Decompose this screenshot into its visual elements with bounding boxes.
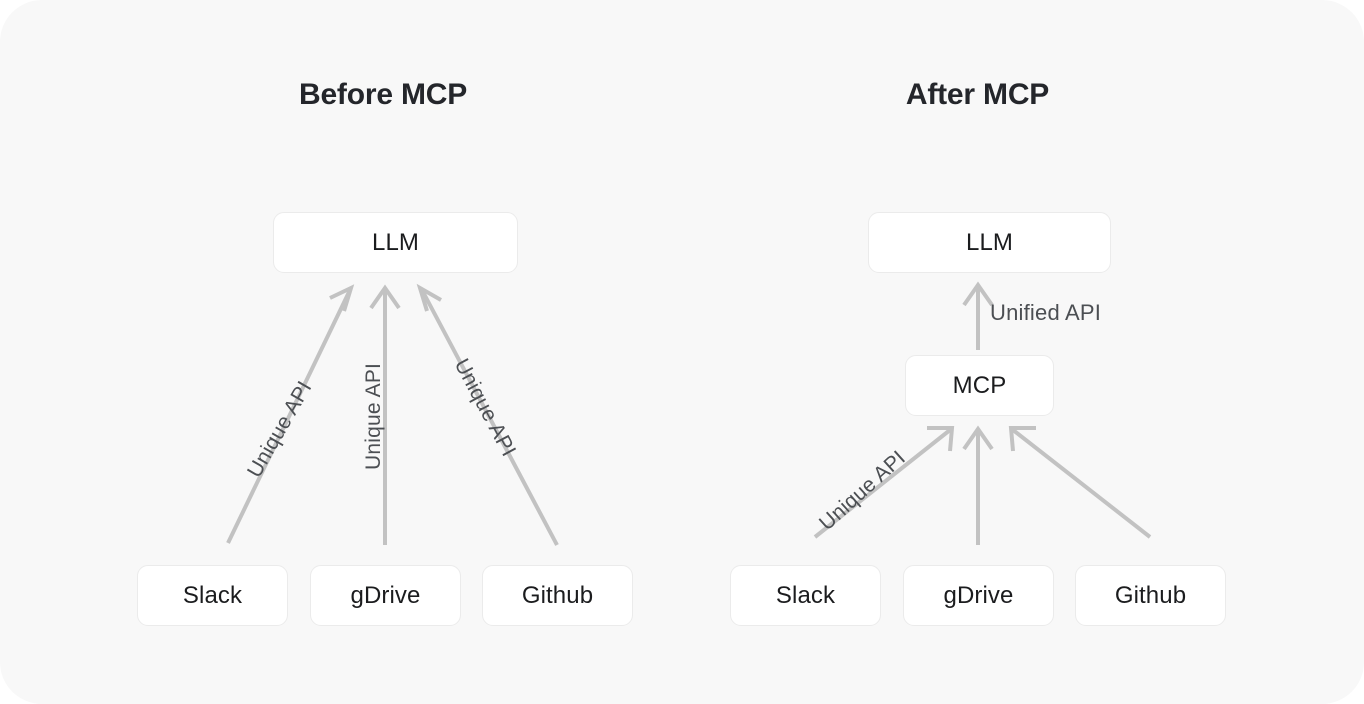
node-before-slack[interactable]: Slack — [137, 565, 288, 626]
node-before-github[interactable]: Github — [482, 565, 633, 626]
arrow-after-mcp-to-llm — [962, 281, 994, 350]
edge-label-after-unified-api: Unified API — [990, 300, 1102, 325]
panel-title-before: Before MCP — [298, 78, 468, 111]
panel-title-after: After MCP — [905, 78, 1050, 111]
arrow-after-github-to-mcp — [1008, 426, 1152, 539]
node-after-gdrive[interactable]: gDrive — [903, 565, 1054, 626]
node-after-slack[interactable]: Slack — [730, 565, 881, 626]
edge-label-after-slack: Unique API — [815, 446, 910, 536]
arrow-after-gdrive-to-mcp — [962, 425, 994, 545]
node-after-github[interactable]: Github — [1075, 565, 1226, 626]
edge-label-before-slack: Unique API — [243, 377, 317, 482]
edge-label-before-gdrive: Unique API — [362, 362, 385, 470]
edge-label-before-github: Unique API — [449, 355, 521, 461]
node-after-mcp[interactable]: MCP — [905, 355, 1054, 416]
node-before-llm[interactable]: LLM — [273, 212, 518, 273]
node-before-gdrive[interactable]: gDrive — [310, 565, 461, 626]
node-after-llm[interactable]: LLM — [868, 212, 1111, 273]
